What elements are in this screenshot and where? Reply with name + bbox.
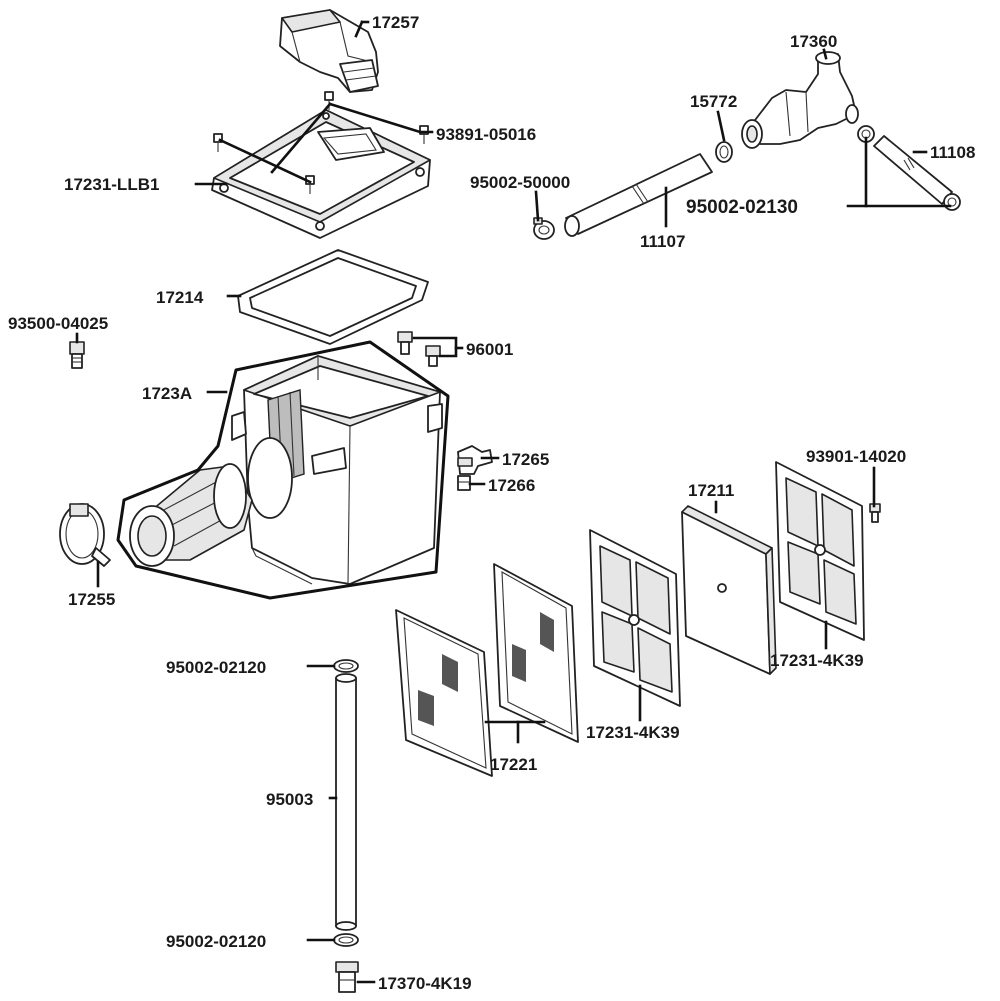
label-17231-4k39-right: 17231-4K39 (770, 651, 864, 670)
label-95002-02120-bottom: 95002-02120 (166, 932, 266, 951)
group-outline-1723A (116, 340, 450, 600)
label-17231-4k39-mid: 17231-4K39 (586, 723, 680, 742)
label-93901-14020: 93901-14020 (806, 447, 906, 466)
part-96001-bolts (397, 331, 441, 367)
label-17214: 17214 (156, 288, 204, 307)
label-93891-05016: 93891-05016 (436, 125, 536, 144)
part-95003-drain-tube (335, 673, 357, 931)
label-1723A: 1723A (142, 384, 192, 403)
part-17231-4k39-frame-right (775, 461, 865, 641)
part-15772-clip (715, 141, 733, 163)
label-17360: 17360 (790, 32, 837, 51)
label-17231-llb1: 17231-LLB1 (64, 175, 159, 194)
part-1723A-intake-boot (129, 463, 253, 567)
part-17221-screen-left (395, 609, 493, 777)
part-17265-elbow (457, 445, 493, 475)
label-17257: 17257 (372, 13, 419, 32)
label-11107: 11107 (640, 232, 685, 251)
part-95002-02120-clip-bottom (333, 933, 359, 947)
part-17266-cap (457, 475, 471, 491)
label-95002-02120-top: 95002-02120 (166, 658, 266, 677)
part-17211-foam-filter (681, 505, 777, 675)
label-11108: 11108 (930, 143, 975, 162)
part-17360-breather (741, 51, 859, 149)
part-17214-gasket (237, 249, 429, 345)
part-11107-hose (564, 153, 713, 237)
part-17257-intake-duct (279, 9, 379, 93)
part-17231-4k39-frame-mid (589, 529, 681, 707)
part-labels: 17257 93891-05016 17231-LLB1 17360 15772… (8, 13, 975, 993)
label-17211: 17211 (688, 481, 734, 500)
part-93891-05016-bolts (213, 91, 429, 194)
part-17370-4k19-plug (335, 961, 359, 993)
part-17255-clamp (59, 503, 111, 567)
label-17255: 17255 (68, 590, 115, 609)
leader-lines (75, 20, 952, 984)
part-17231-llb1-top-cover (211, 109, 431, 239)
label-15772: 15772 (690, 92, 737, 111)
label-17266: 17266 (488, 476, 535, 495)
label-17370-4k19: 17370-4K19 (378, 974, 472, 993)
label-96001: 96001 (466, 340, 513, 359)
part-93500-04025-bolt (69, 341, 85, 369)
part-11108-hose (873, 135, 953, 205)
label-17221: 17221 (490, 755, 537, 774)
label-95002-50000: 95002-50000 (470, 173, 570, 192)
part-17221-screen-right (493, 563, 579, 743)
label-93500-04025: 93500-04025 (8, 314, 108, 333)
label-17265: 17265 (502, 450, 549, 469)
label-95003: 95003 (266, 790, 313, 809)
label-95002-02130: 95002-02130 (686, 197, 798, 218)
part-1723A-air-box (231, 355, 443, 585)
part-95002-02120-clip-top (333, 659, 359, 673)
